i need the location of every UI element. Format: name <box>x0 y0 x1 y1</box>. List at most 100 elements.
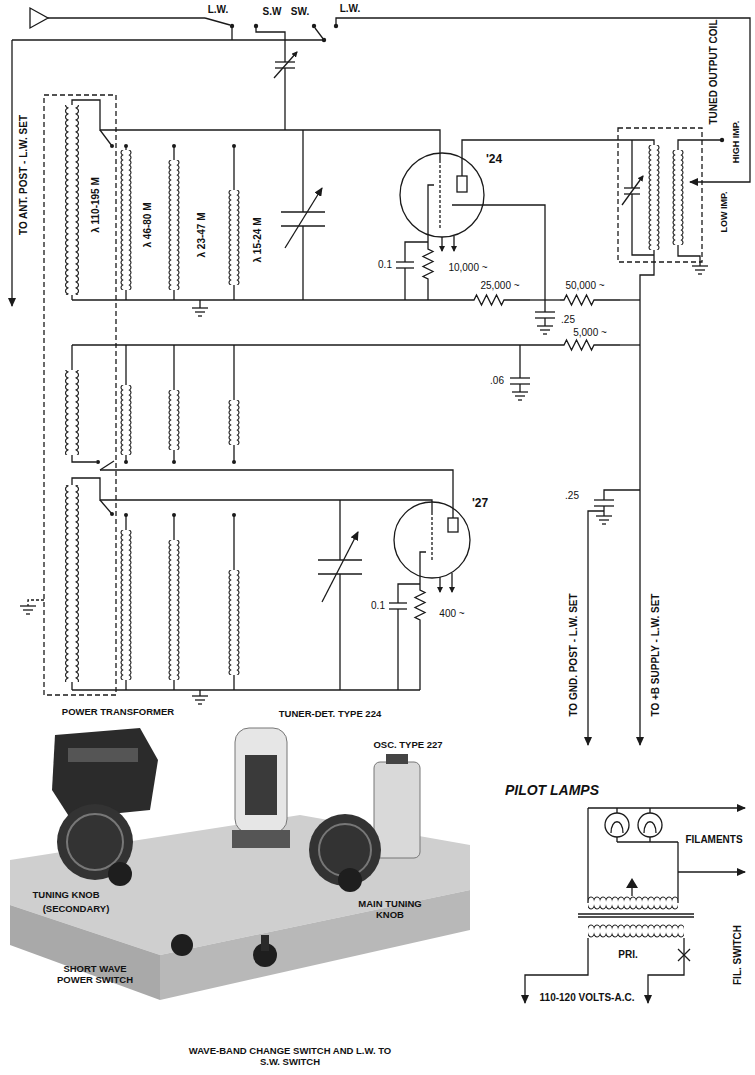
coil-symbol <box>64 370 80 455</box>
terminal-label: TO ANT. POST - L.W. SET <box>18 115 30 235</box>
coil-symbol <box>120 530 132 680</box>
wiring <box>125 515 126 530</box>
wiring <box>620 299 640 300</box>
wiring <box>12 39 324 40</box>
wiring <box>678 949 690 961</box>
wiring <box>396 261 414 262</box>
terminal-label: TO GND. POST - L.W. SET <box>568 593 580 716</box>
wiring <box>398 584 420 603</box>
switch-label: SW. <box>291 6 309 18</box>
wiring <box>100 130 112 146</box>
wiring <box>173 290 174 300</box>
terminal-dot <box>124 513 128 517</box>
wiring <box>617 841 678 842</box>
ground-symbol <box>20 606 36 614</box>
resistor-value: 10,000 ~ <box>448 262 487 274</box>
capacitor-value: 0.1 <box>371 600 385 612</box>
wiring <box>423 236 433 300</box>
chassis-photo <box>160 890 470 1000</box>
coil-symbol <box>672 150 684 245</box>
wiring <box>274 52 297 78</box>
terminal-dot <box>172 460 176 464</box>
tap-label: LOW IMP. <box>719 192 729 233</box>
chassis-photo <box>171 934 193 956</box>
wiring <box>233 445 234 462</box>
wiring <box>594 499 614 500</box>
ground-symbol <box>192 696 208 704</box>
wiring <box>439 577 440 592</box>
wiring <box>648 938 684 1003</box>
chassis-photo <box>235 728 287 833</box>
wiring <box>578 916 694 917</box>
terminal-dot <box>232 513 236 517</box>
wiring <box>173 345 174 390</box>
wiring <box>678 245 700 266</box>
wiring <box>394 502 470 578</box>
wiring <box>605 813 629 837</box>
terminal-dot <box>626 878 638 888</box>
wiring <box>72 455 96 462</box>
terminal-dot <box>334 24 338 28</box>
terminal-dot <box>96 24 724 888</box>
wiring <box>285 188 322 248</box>
chassis-photo <box>338 868 362 892</box>
terminal-dot <box>232 460 236 464</box>
terminal-dot <box>110 144 114 148</box>
wiring <box>256 28 285 62</box>
wiring <box>431 512 432 560</box>
wiring <box>11 40 12 306</box>
wiring <box>322 532 358 602</box>
wiring <box>678 871 745 872</box>
wiring <box>30 8 48 28</box>
wiring <box>125 290 126 300</box>
photo-callout: POWER TRANSFORMER <box>62 707 174 718</box>
photo-callout: (SECONDARY) <box>43 904 110 915</box>
wiring <box>451 573 452 592</box>
capacitor-value: .25 <box>565 490 579 502</box>
wiring <box>71 295 72 300</box>
wiring <box>560 340 620 350</box>
wiring <box>649 837 650 842</box>
chassis-photo <box>108 862 132 886</box>
wiring <box>233 345 234 400</box>
wiring <box>100 461 114 470</box>
wiring <box>588 511 604 745</box>
chassis-photo <box>68 748 138 762</box>
chassis-photo <box>52 728 158 818</box>
photo-callout: SHORT WAVE POWER SWITCH <box>52 964 138 986</box>
coil-symbol <box>64 485 80 682</box>
chassis-photo <box>67 814 123 870</box>
wiring <box>336 18 750 182</box>
photo-callout: MAIN TUNING KNOB <box>352 899 428 921</box>
wiring <box>616 808 617 813</box>
coil-label: λ 23-47 M <box>196 212 208 257</box>
ground-symbol <box>512 392 528 400</box>
photo-callout: TUNING KNOB <box>32 890 99 901</box>
coil-symbol <box>120 150 132 290</box>
wiring <box>315 28 324 40</box>
wiring <box>100 500 112 514</box>
wiring <box>649 808 650 813</box>
tap-label: HIGH IMP. <box>731 121 741 163</box>
chassis-photo <box>319 824 371 876</box>
wiring <box>457 176 467 192</box>
wiring <box>462 140 654 176</box>
ground-symbol <box>692 266 708 274</box>
resistor-value: 400 ~ <box>439 608 464 620</box>
wiring <box>519 384 520 392</box>
coil-symbol <box>168 160 180 290</box>
wiring <box>339 500 340 560</box>
wiring <box>302 226 303 300</box>
wiring <box>233 285 234 300</box>
chassis-photo <box>10 728 470 1000</box>
wiring <box>428 185 434 236</box>
coil-symbol <box>648 145 660 250</box>
wiring <box>199 690 200 696</box>
wiring <box>415 576 425 690</box>
resistor-value: 5,000 ~ <box>573 327 607 339</box>
wiring <box>631 140 632 188</box>
coil-symbol <box>64 105 684 938</box>
terminal-dot <box>172 513 176 517</box>
ground-symbol <box>537 326 553 334</box>
ground-symbol <box>192 308 208 316</box>
